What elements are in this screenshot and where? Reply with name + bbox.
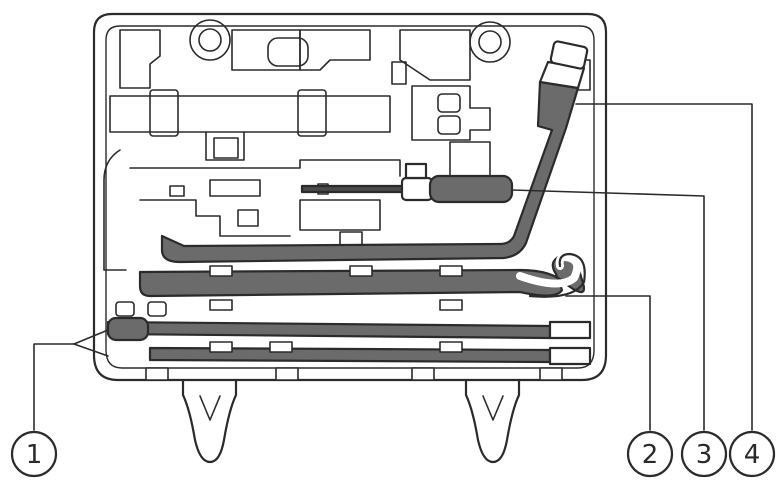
leader-line-2 bbox=[565, 295, 651, 431]
tool-1-rod-lower-end bbox=[548, 346, 592, 366]
tool-3-screwdriver-collar bbox=[400, 176, 434, 202]
tray-inner-rim bbox=[105, 25, 595, 369]
callout-2-circle bbox=[626, 430, 674, 478]
callout-3-label: 3 bbox=[696, 440, 713, 470]
tool-3-holder bbox=[404, 162, 428, 180]
rod-clips bbox=[115, 265, 563, 381]
callout-4-label: 4 bbox=[744, 440, 761, 470]
callout-2-label: 2 bbox=[642, 440, 659, 470]
tool-4-wrench bbox=[160, 80, 580, 264]
tool-2-hook-outline bbox=[528, 252, 586, 298]
leader-lines bbox=[33, 103, 753, 431]
tool-3-screwdriver-shaft bbox=[300, 184, 404, 194]
mounting-foot-left-notch bbox=[199, 395, 221, 421]
leader-line-3 bbox=[511, 189, 705, 431]
upper-cutouts bbox=[103, 19, 591, 271]
mounting-foot-right bbox=[464, 378, 521, 464]
tool-3-screwdriver-handle bbox=[428, 174, 514, 204]
tool-1-rod-upper-tip bbox=[106, 316, 150, 342]
mounting-foot-left bbox=[181, 378, 238, 464]
leader-line-4 bbox=[575, 103, 753, 431]
tray-outline bbox=[92, 12, 608, 382]
tool-1-rod-upper-end bbox=[548, 320, 592, 340]
leader-line-1 bbox=[33, 329, 109, 431]
callout-3-circle bbox=[680, 430, 728, 478]
mounting-foot-right-notch bbox=[482, 395, 504, 421]
leader-line-1b bbox=[73, 343, 109, 357]
callout-4-circle bbox=[728, 430, 776, 478]
tool-1-rod-upper bbox=[106, 320, 552, 340]
tool-4-socket-cap bbox=[549, 40, 589, 70]
callout-1-label: 1 bbox=[26, 440, 43, 470]
callout-1-circle bbox=[10, 430, 58, 478]
